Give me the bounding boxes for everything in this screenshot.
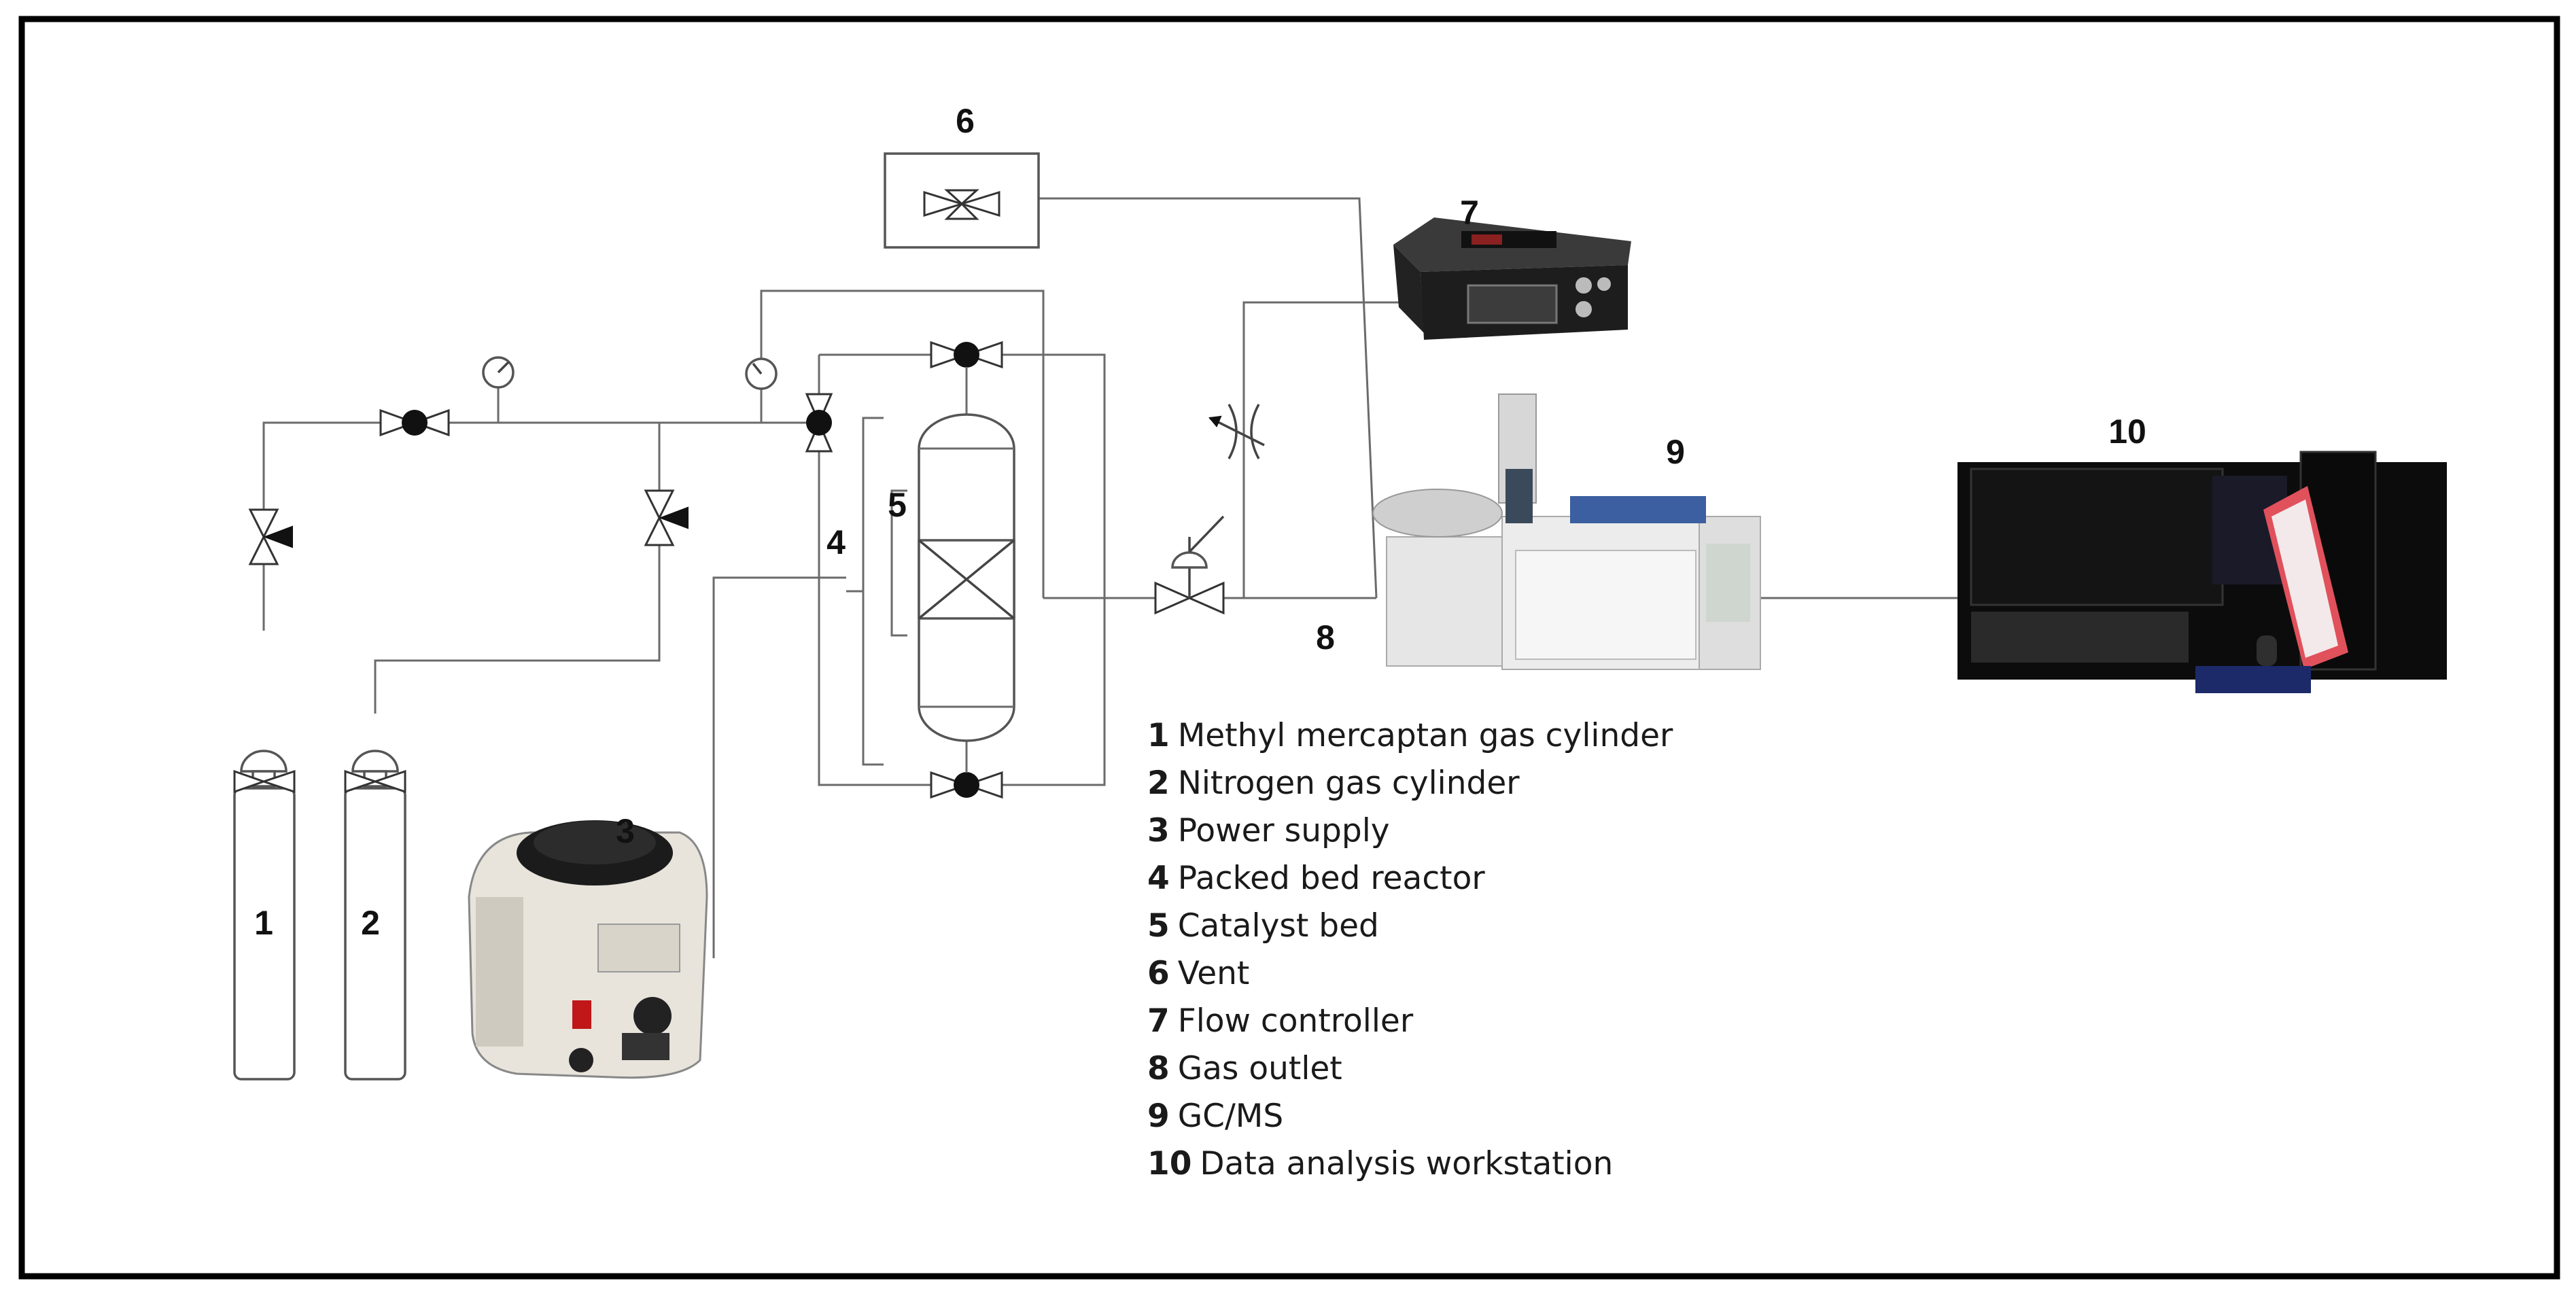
needle-valve-icon — [644, 489, 689, 546]
label-3: 3 — [616, 812, 635, 850]
flow-controller-image — [1393, 217, 1631, 340]
methyl-mercaptan-cylinder — [233, 750, 296, 1081]
ball-valve-icon — [805, 393, 833, 453]
label-6: 6 — [956, 102, 975, 140]
nitrogen-cylinder — [344, 750, 406, 1081]
pressure-gauge-icon — [482, 356, 515, 423]
gcms-image — [1372, 393, 1761, 670]
ball-valve-icon — [379, 408, 450, 437]
orifice-icon — [1208, 404, 1265, 459]
piping-lines — [262, 197, 1957, 958]
label-4: 4 — [826, 523, 846, 561]
pressure-gauge-icon — [745, 357, 778, 423]
label-2: 2 — [361, 904, 380, 942]
reactor-bracket — [846, 417, 884, 766]
vent-box — [884, 152, 1040, 249]
label-5: 5 — [888, 486, 907, 524]
power-supply-image — [468, 820, 708, 1079]
label-9: 9 — [1666, 433, 1685, 471]
figure-border — [18, 16, 2560, 1280]
label-1: 1 — [254, 904, 273, 942]
pressure-regulator-icon — [1154, 515, 1225, 615]
ball-valve-icon — [930, 771, 1003, 799]
catalyst-bed — [918, 539, 1015, 620]
catalyst-bracket — [890, 489, 907, 637]
label-7: 7 — [1460, 194, 1479, 232]
label-10: 10 — [2108, 413, 2146, 451]
needle-valve-icon — [248, 508, 293, 565]
ball-valve-icon — [930, 340, 1003, 369]
workstation-image — [1957, 451, 2447, 693]
label-8: 8 — [1316, 618, 1335, 656]
